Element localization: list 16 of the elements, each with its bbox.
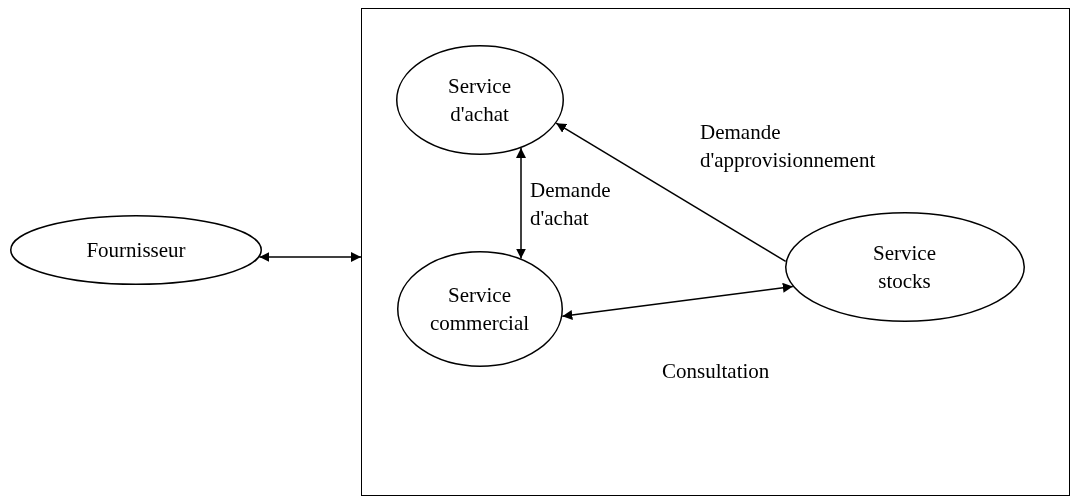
edge-label: Consultation [662, 358, 771, 385]
node-label: Fournisseur [85, 236, 187, 264]
node-label: Service stocks [872, 239, 937, 295]
arrow [555, 122, 787, 263]
arrow [516, 147, 526, 260]
arrow [258, 252, 362, 262]
edge-label: Demande d'achat [530, 177, 612, 233]
edge-label: Demande d'approvisionnement [700, 119, 877, 175]
arrow [561, 282, 794, 320]
ellipse-node [395, 44, 564, 155]
ellipse-node [784, 211, 1025, 322]
node-label: Service d'achat [447, 72, 512, 128]
ellipse-node [10, 215, 262, 285]
node-label: Service commercial [428, 281, 531, 337]
ellipse-node [396, 250, 563, 367]
system-boundary-box [361, 8, 1070, 496]
